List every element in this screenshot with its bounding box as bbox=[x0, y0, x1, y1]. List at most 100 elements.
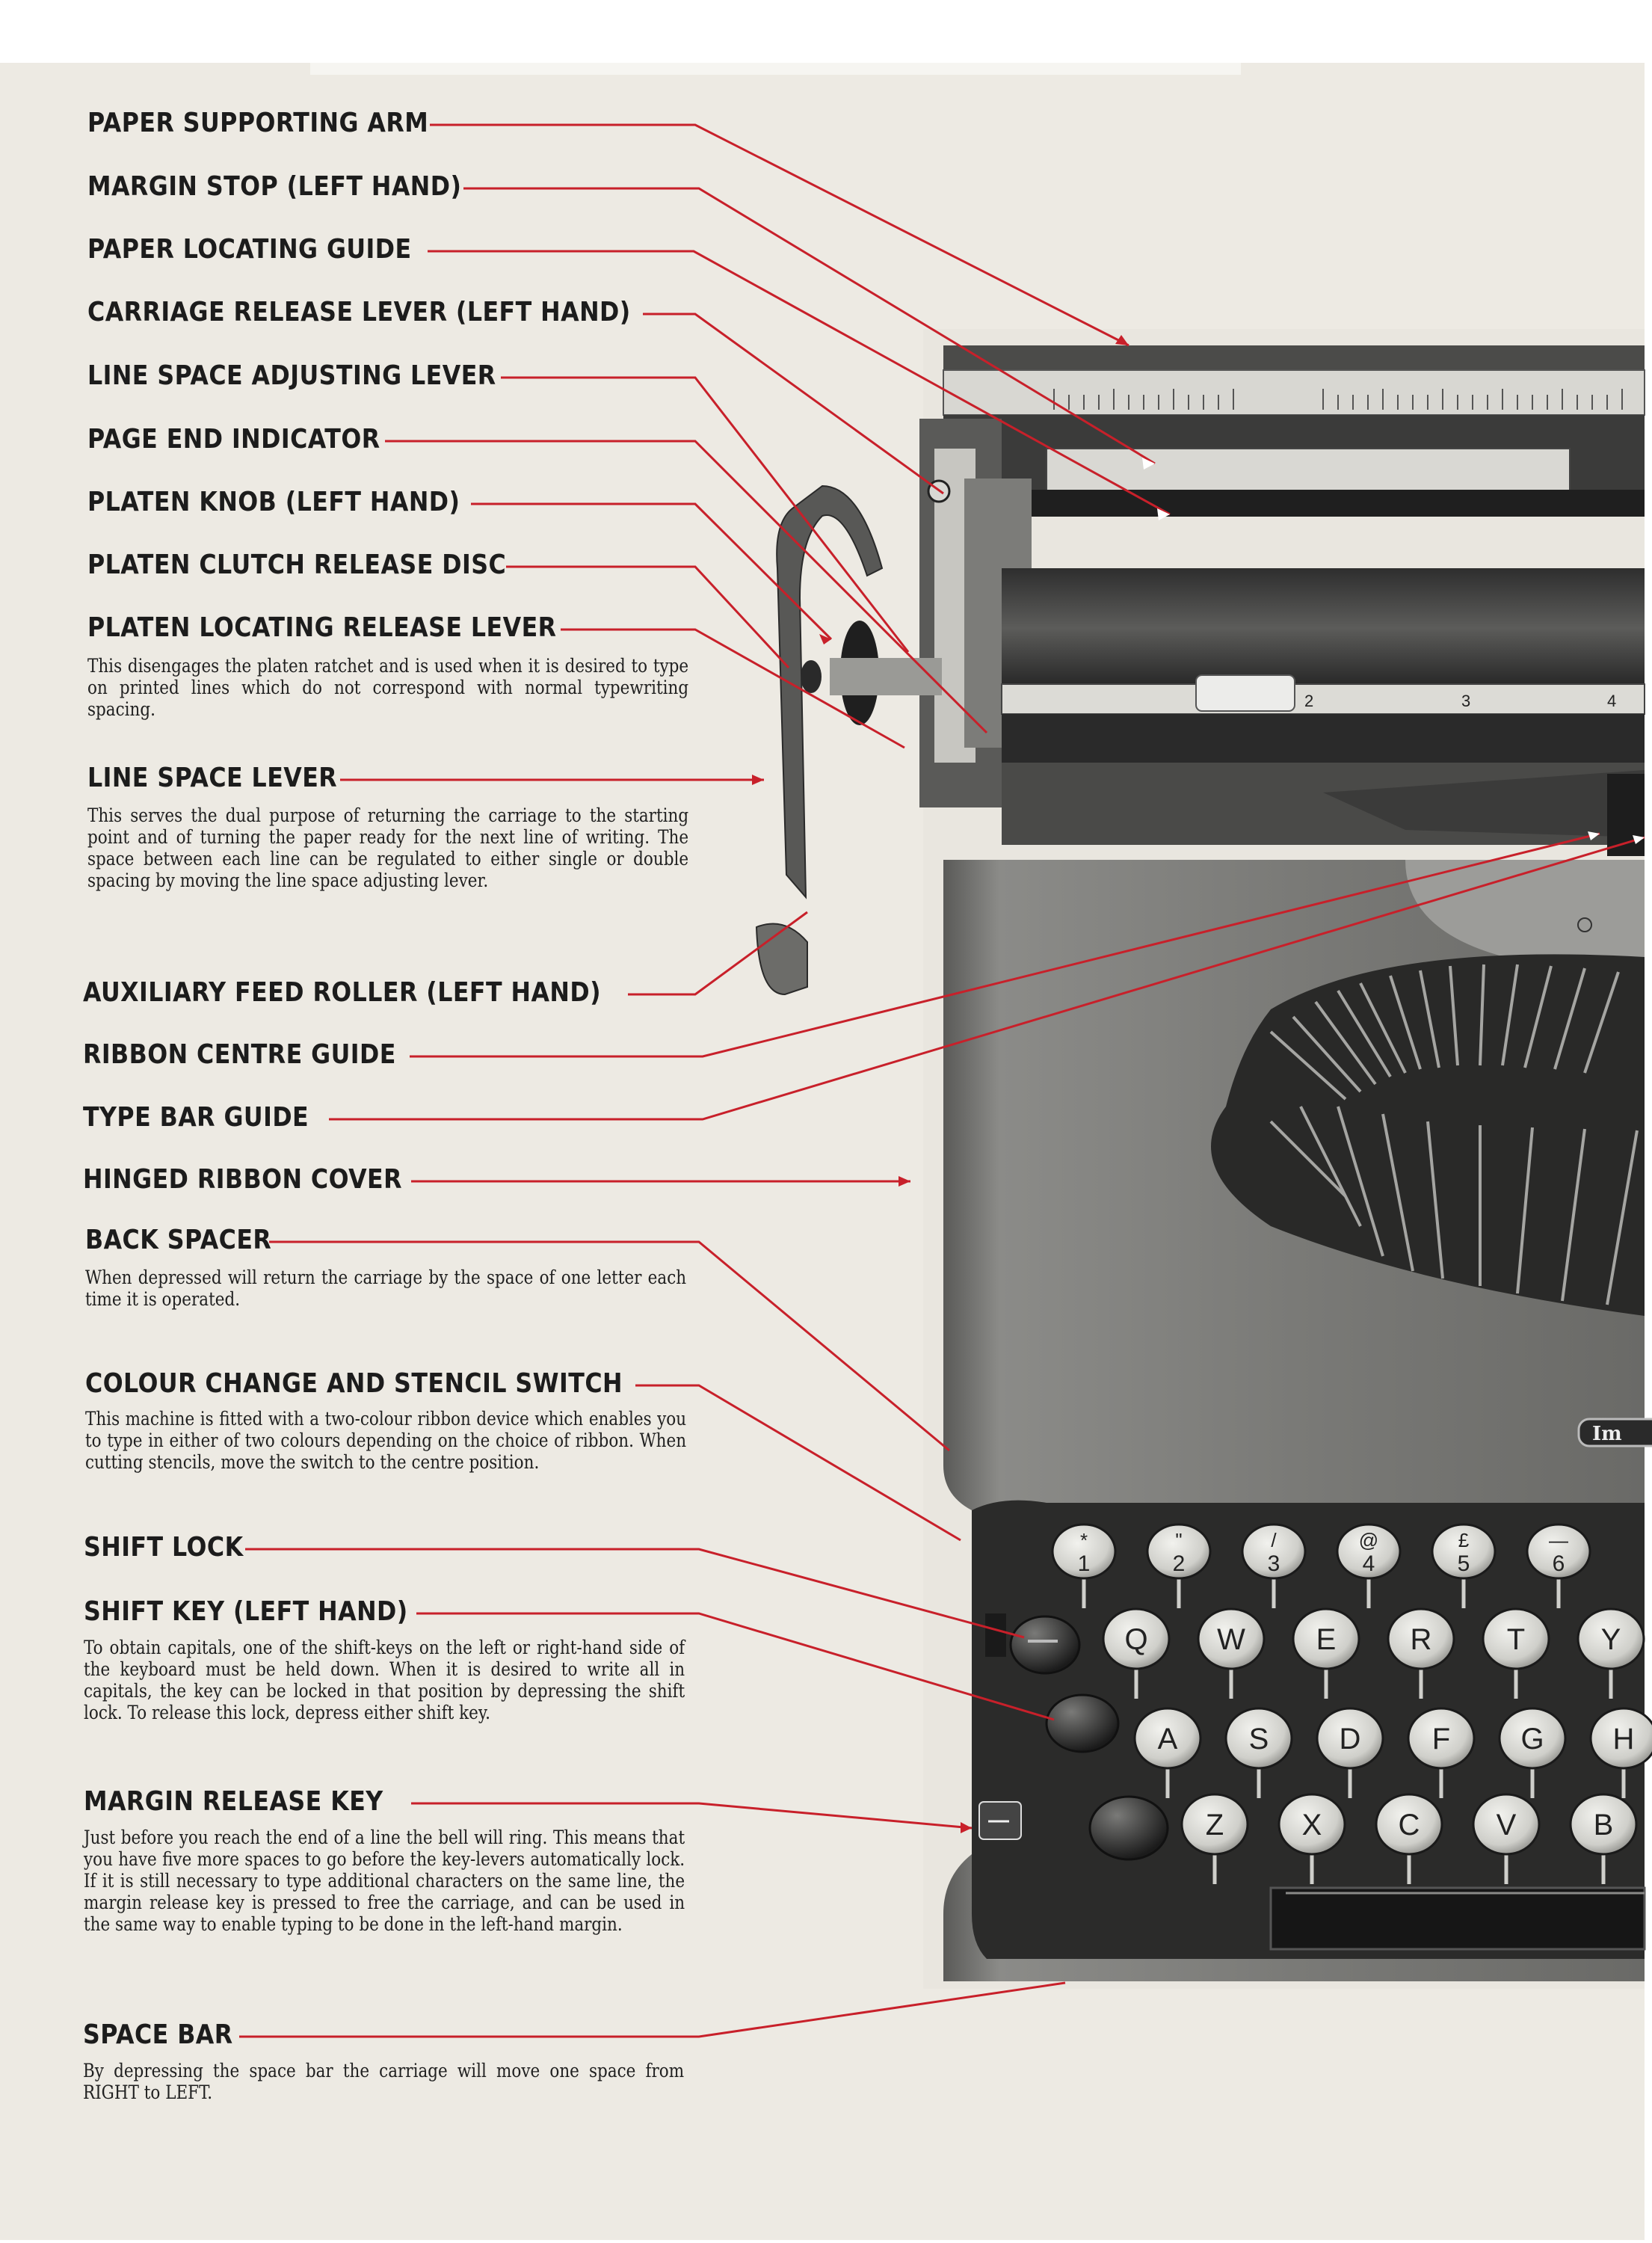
leader-page-end-indicator bbox=[385, 440, 988, 734]
label-auxiliary-feed-roller: AUXILIARY FEED ROLLER (LEFT HAND) bbox=[83, 977, 602, 1008]
leader-margin-stop bbox=[463, 187, 1156, 465]
screw-icon bbox=[1577, 917, 1592, 932]
label-ribbon-centre-guide: RIBBON CENTRE GUIDE bbox=[83, 1039, 396, 1070]
key-letter: Y bbox=[1601, 1623, 1621, 1656]
key-6[interactable] bbox=[1526, 1523, 1591, 1580]
label-type-bar-guide: TYPE BAR GUIDE bbox=[83, 1102, 309, 1133]
label-shift-key: SHIFT KEY (LEFT HAND) bbox=[84, 1596, 408, 1627]
platen-knob bbox=[801, 621, 942, 725]
label-margin-release-key: MARGIN RELEASE KEY bbox=[84, 1786, 383, 1817]
key-letter: T bbox=[1507, 1623, 1525, 1656]
page-end-indicator-icon bbox=[1195, 674, 1295, 712]
desc-space-bar: By depressing the space bar the carriage… bbox=[83, 2060, 685, 2103]
key-s[interactable] bbox=[1224, 1707, 1293, 1770]
key-letter: Z bbox=[1206, 1809, 1224, 1842]
scale-number: 3 bbox=[1461, 692, 1470, 710]
key-y[interactable] bbox=[1577, 1607, 1645, 1670]
key-symbol: / bbox=[1271, 1529, 1277, 1551]
key-letter: W bbox=[1217, 1623, 1245, 1656]
key-letter: B bbox=[1594, 1809, 1614, 1842]
key-digit: 5 bbox=[1458, 1551, 1470, 1576]
leader-auxiliary-feed-roller bbox=[628, 911, 808, 996]
key-5[interactable] bbox=[1431, 1523, 1497, 1580]
scale-number: 2 bbox=[1304, 692, 1313, 710]
desc-colour-change-switch: This machine is fitted with a two-colour… bbox=[85, 1408, 687, 1473]
key-x[interactable] bbox=[1277, 1793, 1346, 1856]
label-platen-locating-release-lever: PLATEN LOCATING RELEASE LEVER bbox=[87, 612, 557, 643]
label-paper-locating-guide: PAPER LOCATING GUIDE bbox=[87, 234, 412, 265]
key-letter: D bbox=[1340, 1723, 1361, 1756]
key-letter: S bbox=[1249, 1723, 1269, 1756]
key-e[interactable] bbox=[1292, 1607, 1360, 1670]
key-letter: C bbox=[1399, 1809, 1420, 1842]
leader-margin-release-key bbox=[411, 1802, 973, 1830]
key-digit: 3 bbox=[1268, 1551, 1280, 1576]
platen: 2 3 4 bbox=[1001, 568, 1645, 845]
key-f[interactable] bbox=[1407, 1707, 1476, 1770]
desc-shift-key: To obtain capitals, one of the shift-key… bbox=[84, 1637, 685, 1723]
line-space-lever-handle bbox=[755, 923, 808, 996]
key-2[interactable] bbox=[1146, 1523, 1212, 1580]
leader-arrowheads-light bbox=[1142, 458, 1645, 844]
shift-key-left[interactable] bbox=[1045, 1693, 1120, 1753]
key-symbol: " bbox=[1175, 1529, 1182, 1551]
label-platen-clutch-release-disc: PLATEN CLUTCH RELEASE DISC bbox=[87, 550, 507, 580]
key-b[interactable] bbox=[1569, 1793, 1638, 1856]
key-letter: X bbox=[1302, 1809, 1322, 1842]
key-d[interactable] bbox=[1316, 1707, 1384, 1770]
key-letter: F bbox=[1432, 1723, 1450, 1756]
line-space-lever-icon bbox=[776, 484, 884, 899]
key-c[interactable] bbox=[1375, 1793, 1443, 1856]
label-hinged-ribbon-cover: HINGED RIBBON COVER bbox=[83, 1164, 402, 1195]
desc-margin-release-key: Just before you reach the end of a line … bbox=[84, 1827, 685, 1935]
leader-colour-change-switch bbox=[635, 1384, 961, 1542]
key-1[interactable] bbox=[1051, 1523, 1117, 1580]
key-r[interactable] bbox=[1387, 1607, 1455, 1670]
brand-badge: Im bbox=[1577, 1418, 1652, 1447]
back-spacer-key[interactable] bbox=[1088, 1795, 1169, 1861]
label-shift-lock: SHIFT LOCK bbox=[84, 1532, 244, 1563]
desc-line-space-lever: This serves the dual purpose of returnin… bbox=[87, 804, 689, 891]
key-h[interactable] bbox=[1589, 1707, 1652, 1770]
key-q[interactable] bbox=[1102, 1607, 1171, 1670]
label-back-spacer: BACK SPACER bbox=[85, 1225, 272, 1255]
key-w[interactable] bbox=[1197, 1607, 1266, 1670]
leader-type-bar-guide bbox=[329, 836, 1645, 1121]
key-letter: V bbox=[1497, 1809, 1517, 1842]
leader-back-spacer bbox=[269, 1240, 950, 1452]
key-g[interactable] bbox=[1498, 1707, 1567, 1770]
label-line-space-adjusting-lever: LINE SPACE ADJUSTING LEVER bbox=[87, 360, 496, 391]
label-colour-change-switch: COLOUR CHANGE AND STENCIL SWITCH bbox=[85, 1368, 623, 1399]
key-symbol: * bbox=[1080, 1529, 1088, 1551]
key-v[interactable] bbox=[1472, 1793, 1541, 1856]
label-space-bar: SPACE BAR bbox=[83, 2019, 233, 2050]
leader-lines bbox=[239, 123, 1645, 2038]
key-letter: R bbox=[1411, 1623, 1432, 1656]
key-a[interactable] bbox=[1133, 1707, 1202, 1770]
space-bar[interactable] bbox=[1269, 1886, 1646, 1951]
key-t[interactable] bbox=[1482, 1607, 1550, 1670]
leader-platen-locating-release-lever bbox=[561, 628, 905, 749]
leader-shift-key bbox=[416, 1612, 1055, 1721]
desc-platen-locating-release-lever: This disengages the platen ratchet and i… bbox=[87, 655, 689, 720]
key-digit: 4 bbox=[1363, 1551, 1375, 1576]
shift-lock-key[interactable] bbox=[1009, 1615, 1081, 1675]
leader-paper-supporting-arm bbox=[430, 123, 1129, 347]
leader-platen-knob bbox=[471, 502, 833, 641]
key-letter: E bbox=[1316, 1623, 1337, 1656]
key-letter: A bbox=[1158, 1723, 1178, 1756]
colour-switch-icon bbox=[985, 1613, 1006, 1657]
key-3[interactable] bbox=[1241, 1523, 1307, 1580]
leader-line-space-adjusting-lever bbox=[501, 376, 910, 653]
key-4[interactable] bbox=[1336, 1523, 1402, 1580]
label-line-space-lever: LINE SPACE LEVER bbox=[87, 763, 338, 793]
ribbon-cover-dome bbox=[1405, 860, 1645, 964]
label-page-end-indicator: PAGE END INDICATOR bbox=[87, 424, 380, 455]
key-letter: Q bbox=[1124, 1623, 1147, 1656]
leader-paper-locating-guide bbox=[428, 250, 1171, 516]
key-z[interactable] bbox=[1180, 1793, 1249, 1856]
leader-ribbon-centre-guide bbox=[410, 832, 1600, 1058]
label-paper-supporting-arm: PAPER SUPPORTING ARM bbox=[87, 108, 429, 138]
